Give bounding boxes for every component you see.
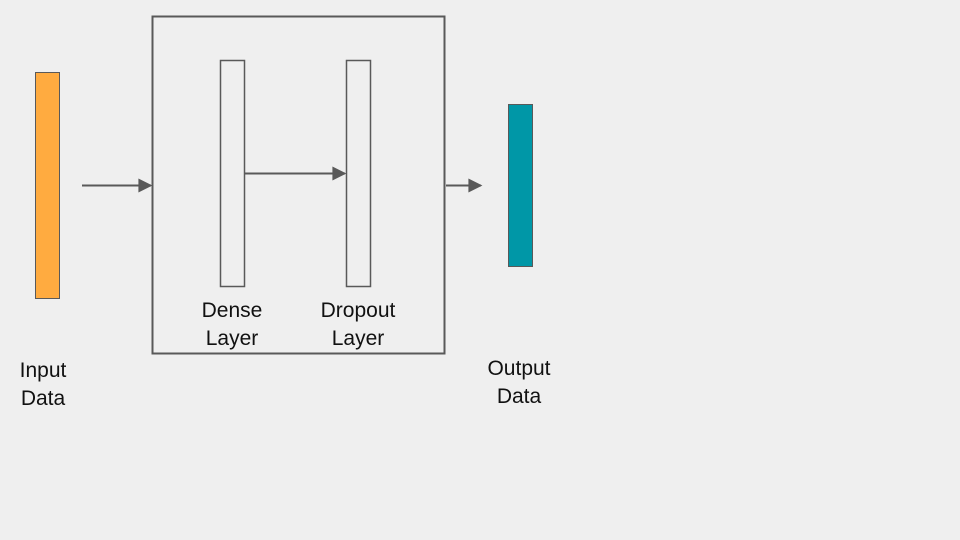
output-label-line2: Data bbox=[496, 385, 542, 408]
dropout-layer-label: Dropout Layer bbox=[306, 297, 410, 353]
output-label-line1: Output bbox=[487, 357, 551, 380]
output-data-label: Output Data bbox=[474, 355, 564, 411]
dense-layer-bar bbox=[219, 59, 246, 288]
model-container-box bbox=[151, 15, 446, 355]
output-data-bar bbox=[508, 104, 533, 267]
input-label-line1: Input bbox=[19, 359, 67, 382]
input-data-label: Input Data bbox=[2, 357, 84, 413]
dense-layer-label: Dense Layer bbox=[190, 297, 274, 353]
input-data-bar bbox=[35, 72, 60, 299]
dropout-label-line2: Layer bbox=[331, 327, 385, 350]
input-label-line2: Data bbox=[20, 387, 66, 410]
dropout-layer-bar bbox=[345, 59, 372, 288]
dropout-label-line1: Dropout bbox=[320, 299, 396, 322]
dense-label-line1: Dense bbox=[201, 299, 263, 322]
dense-label-line2: Layer bbox=[205, 327, 259, 350]
